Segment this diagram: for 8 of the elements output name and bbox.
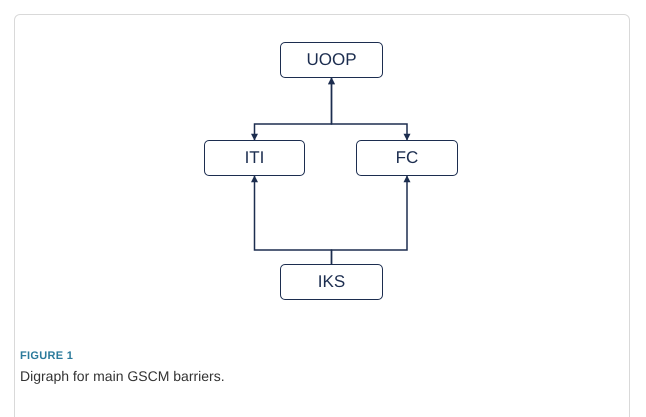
process-box: FC: [356, 140, 458, 176]
figure-caption: Digraph for main GSCM barriers.: [20, 368, 225, 384]
figure-number: FIGURE 1: [20, 350, 74, 362]
arrow: [330, 175, 410, 264]
process-box: IKS: [280, 264, 383, 300]
process-box: ITI: [204, 140, 305, 176]
process-box: UOOP: [280, 42, 383, 78]
arrow: [328, 77, 410, 141]
